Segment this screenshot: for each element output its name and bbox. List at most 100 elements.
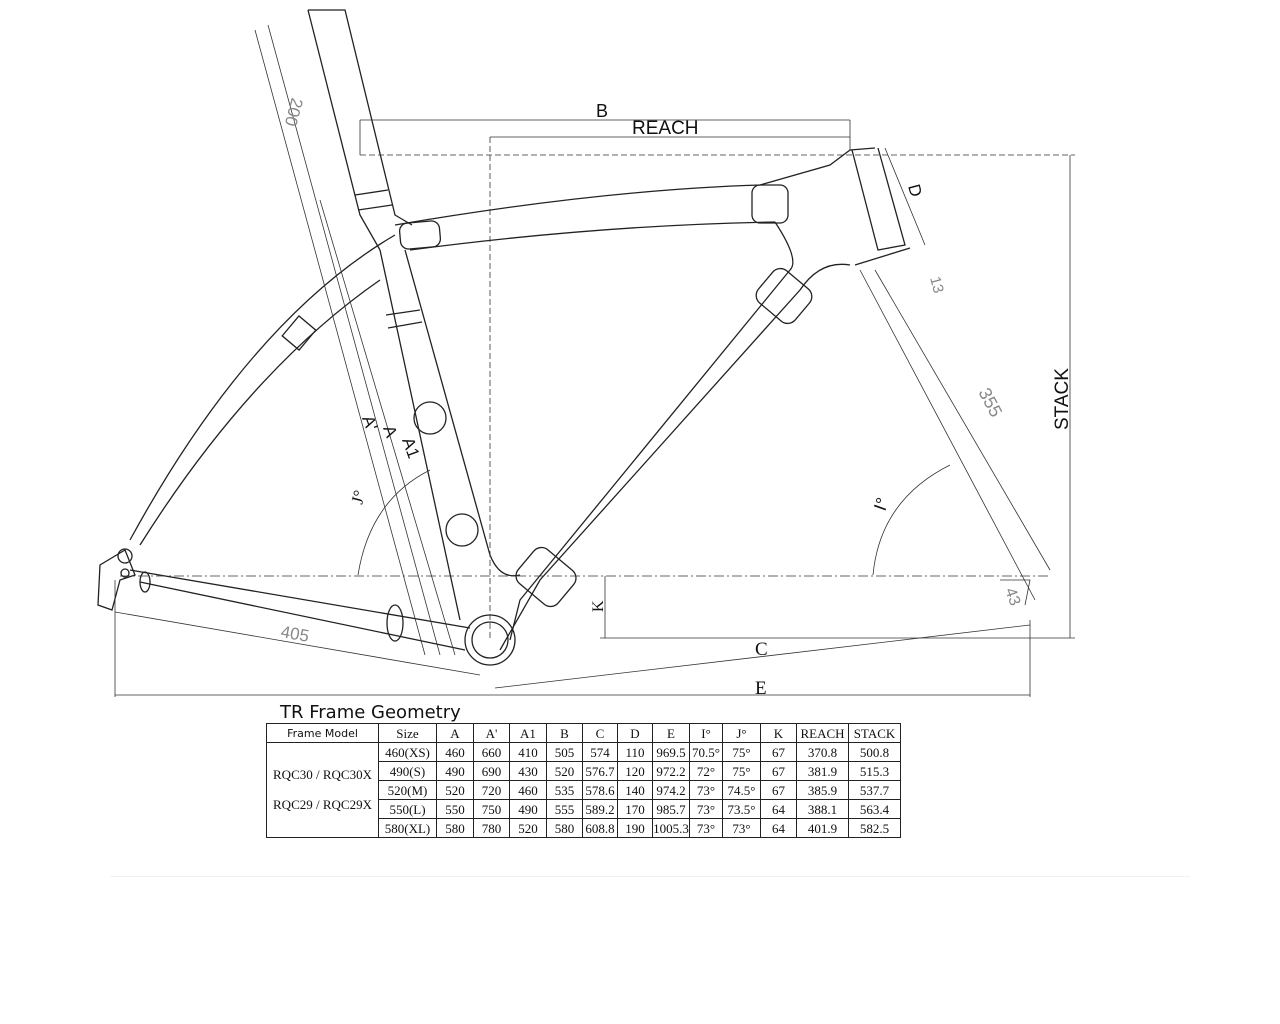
label-43: 43 <box>1001 586 1023 609</box>
table-cell: 720 <box>473 780 510 800</box>
label-j-angle: J° <box>348 488 370 506</box>
table-cell: 555 <box>546 799 583 819</box>
table-cell: 64 <box>760 799 797 819</box>
table-cell: 580 <box>436 818 474 838</box>
table-cell: 580(XL) <box>378 818 437 838</box>
frame-model-name: RQC30 / RQC30X <box>273 767 372 782</box>
table-cell: 535 <box>546 780 583 800</box>
table-cell: 520 <box>436 780 474 800</box>
header-reach: REACH <box>796 723 849 743</box>
table-cell: 73° <box>689 780 723 800</box>
table-cell: 75° <box>722 761 761 781</box>
label-d: D <box>904 182 926 199</box>
table-cell: 460(XS) <box>378 742 437 762</box>
table-cell: 388.1 <box>796 799 849 819</box>
table-cell: 430 <box>509 761 547 781</box>
table-cell: 460 <box>436 742 474 762</box>
table-cell: 505 <box>546 742 583 762</box>
header-a: A <box>436 723 474 743</box>
header-a-prime: A' <box>473 723 510 743</box>
label-i-angle: I° <box>870 495 893 513</box>
geometry-table: Frame Model Size A A' A1 B C D E I° J° K… <box>266 723 901 838</box>
header-i: I° <box>689 723 723 743</box>
table-cell: 385.9 <box>796 780 849 800</box>
label-13: 13 <box>926 275 947 296</box>
table-cell: 64 <box>760 818 797 838</box>
table-cell: 490 <box>509 799 547 819</box>
table-cell: 460 <box>509 780 547 800</box>
table-cell: 73° <box>689 818 723 838</box>
table-cell: 515.3 <box>848 761 901 781</box>
table-cell: 120 <box>617 761 653 781</box>
header-b: B <box>546 723 583 743</box>
table-cell: 67 <box>760 780 797 800</box>
table-cell: 140 <box>617 780 653 800</box>
label-stack: STACK <box>1052 368 1073 430</box>
table-cell: 520(M) <box>378 780 437 800</box>
table-cell: 576.7 <box>582 761 618 781</box>
table-cell: 67 <box>760 742 797 762</box>
table-cell: 500.8 <box>848 742 901 762</box>
table-header-row: Frame Model Size A A' A1 B C D E I° J° K… <box>266 723 901 743</box>
table-cell: 537.7 <box>848 780 901 800</box>
table-cell: 190 <box>617 818 653 838</box>
header-frame-model: Frame Model <box>266 723 379 743</box>
dimension-labels: B REACH STACK D 13 355 I° 43 C E K 405 J… <box>279 96 1073 699</box>
table-cell: 170 <box>617 799 653 819</box>
table-cell: 563.4 <box>848 799 901 819</box>
divider <box>110 876 1190 877</box>
table-cell: 73° <box>689 799 723 819</box>
header-a1: A1 <box>509 723 547 743</box>
header-k: K <box>760 723 797 743</box>
label-seatpost-200: 200 <box>281 96 307 128</box>
label-reach: REACH <box>632 118 699 139</box>
frame-model-name: RQC29 / RQC29X <box>273 797 372 812</box>
table-cell: 520 <box>509 818 547 838</box>
table-cell: 780 <box>473 818 510 838</box>
table-cell: 550 <box>436 799 474 819</box>
table-cell: 401.9 <box>796 818 849 838</box>
table-cell: 520 <box>546 761 583 781</box>
header-c: C <box>582 723 618 743</box>
header-j: J° <box>722 723 761 743</box>
header-e: E <box>652 723 690 743</box>
table-cell: 370.8 <box>796 742 849 762</box>
table-cell: 110 <box>617 742 653 762</box>
table-cell: 608.8 <box>582 818 618 838</box>
header-d: D <box>617 723 653 743</box>
frame-model-cell: RQC30 / RQC30X RQC29 / RQC29X <box>266 742 379 838</box>
header-stack: STACK <box>848 723 901 743</box>
table-title: TR Frame Geometry <box>280 702 461 723</box>
table-cell: 690 <box>473 761 510 781</box>
table-cell: 974.2 <box>652 780 690 800</box>
frame-geometry-diagram: B REACH STACK D 13 355 I° 43 C E K 405 J… <box>97 9 1075 699</box>
table-cell: 490(S) <box>378 761 437 781</box>
label-b: B <box>596 101 608 121</box>
table-cell: 74.5° <box>722 780 761 800</box>
table-cell: 574 <box>582 742 618 762</box>
table-cell: 73° <box>722 818 761 838</box>
table-cell: 580 <box>546 818 583 838</box>
table-cell: 67 <box>760 761 797 781</box>
table-cell: 72° <box>689 761 723 781</box>
label-fork-length: 355 <box>974 384 1006 420</box>
table-cell: 972.2 <box>652 761 690 781</box>
table-cell: 660 <box>473 742 510 762</box>
table-cell: 75° <box>722 742 761 762</box>
table-cell: 490 <box>436 761 474 781</box>
table-cell: 969.5 <box>652 742 690 762</box>
label-a-prime: A' <box>358 413 381 433</box>
table-cell: 550(L) <box>378 799 437 819</box>
table-cell: 578.6 <box>582 780 618 800</box>
header-size: Size <box>378 723 437 743</box>
table-cell: 381.9 <box>796 761 849 781</box>
table-cell: 750 <box>473 799 510 819</box>
label-c: C <box>755 639 768 660</box>
table-cell: 589.2 <box>582 799 618 819</box>
dimension-lines <box>114 24 1075 697</box>
frame-outline <box>97 9 911 666</box>
label-e: E <box>755 678 767 699</box>
